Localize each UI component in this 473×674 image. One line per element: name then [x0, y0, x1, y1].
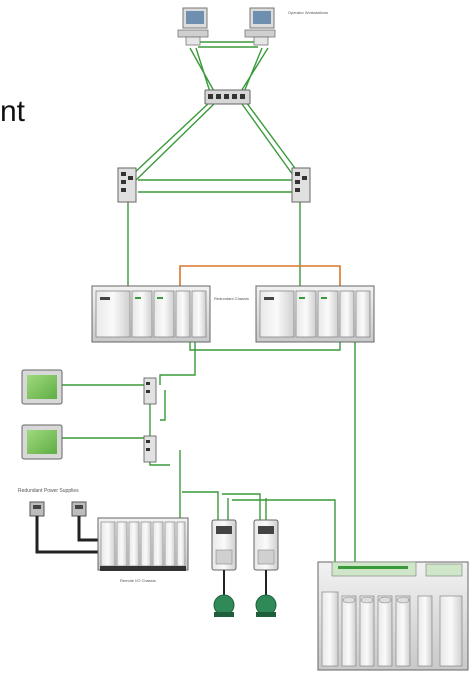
controller-chassis-left[interactable]: [91, 285, 211, 343]
redundancy-label: Redundant Chassis: [214, 296, 249, 301]
cutoff-heading-text: nt: [0, 95, 26, 128]
workstation-note: Operator Workstations: [288, 10, 328, 15]
remote-io-rack[interactable]: [317, 561, 469, 671]
switch-left[interactable]: [117, 167, 137, 203]
keyboard-icon: [177, 29, 209, 38]
hmi-panel-upper[interactable]: [21, 369, 63, 405]
hmi-switch-lower[interactable]: [143, 435, 157, 463]
redundancy-link: [179, 265, 341, 288]
core-switch[interactable]: [204, 89, 251, 105]
io-chassis-label: Remote I/O Chassis: [120, 578, 156, 583]
switch-right[interactable]: [291, 167, 311, 203]
motor-left[interactable]: [213, 594, 235, 617]
hmi-panel-lower[interactable]: [21, 424, 63, 460]
motor-right[interactable]: [255, 594, 277, 617]
workstation-left[interactable]: [177, 7, 209, 46]
power-supply-right[interactable]: [71, 501, 87, 517]
local-io-chassis[interactable]: [97, 517, 189, 571]
power-supply-left[interactable]: [29, 501, 45, 517]
keyboard-icon: [244, 29, 276, 38]
hmi-switch-upper[interactable]: [143, 377, 157, 405]
motor-cables: [223, 570, 267, 596]
power-cables: [35, 516, 100, 554]
workstation-right[interactable]: [244, 7, 276, 46]
drive-right[interactable]: [253, 519, 279, 571]
drive-left[interactable]: [211, 519, 237, 571]
power-supplies-label: Redundant Power Supplies: [18, 488, 79, 494]
controller-chassis-right[interactable]: [255, 285, 375, 343]
network-links: [62, 41, 356, 565]
